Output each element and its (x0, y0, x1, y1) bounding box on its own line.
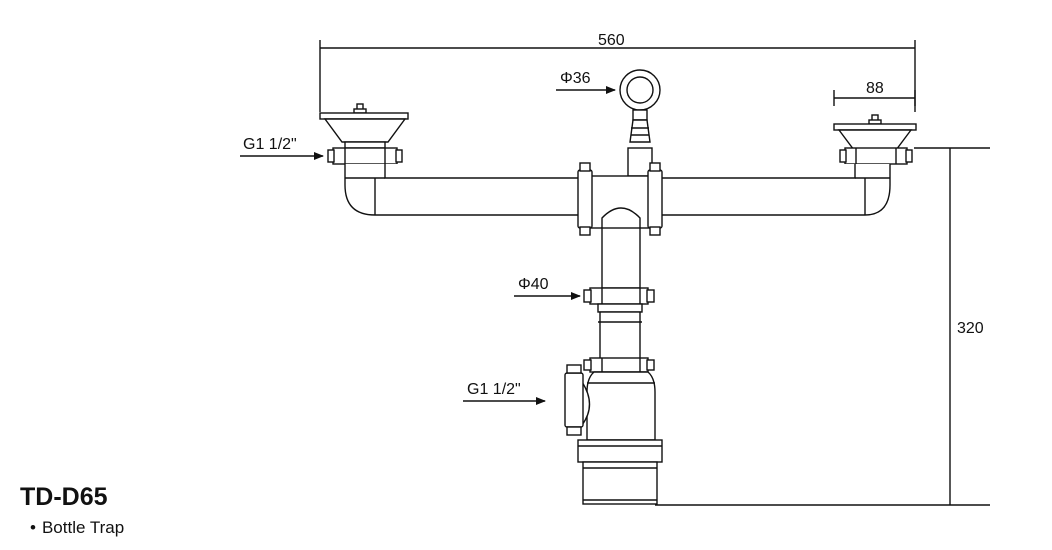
callout-pipe-diameter: Φ40 (514, 276, 581, 300)
right-sink-strainer (833, 114, 917, 165)
vertical-pipe (583, 227, 655, 373)
width-label: 560 (598, 32, 625, 49)
strainer-label: 88 (866, 80, 884, 97)
product-description: • Bottle Trap (30, 518, 124, 538)
description-text: Bottle Trap (41, 518, 125, 537)
overflow-connector (619, 69, 661, 177)
side-outlet-nut (564, 364, 584, 436)
left-sink-strainer (319, 103, 409, 165)
dimension-height-320: 320 (655, 147, 990, 506)
model-title: TD-D65 (20, 483, 108, 511)
tee-junction (577, 162, 663, 236)
dimension-strainer-88: 88 (833, 80, 916, 106)
bottle-trap-body (577, 371, 663, 505)
callout-overflow-diameter: Φ36 (556, 70, 616, 94)
inlet-thread-label: G1 1/2" (243, 136, 297, 153)
bullet-icon: • (30, 518, 36, 537)
callout-outlet-thread: G1 1/2" (463, 381, 546, 405)
dimension-width-560: 560 (319, 32, 916, 112)
callout-inlet-thread: G1 1/2" (240, 136, 324, 160)
overflow-diameter-label: Φ36 (560, 70, 591, 87)
height-label: 320 (957, 320, 984, 337)
outlet-thread-label: G1 1/2" (467, 381, 521, 398)
pipe-diameter-label: Φ40 (518, 276, 549, 293)
